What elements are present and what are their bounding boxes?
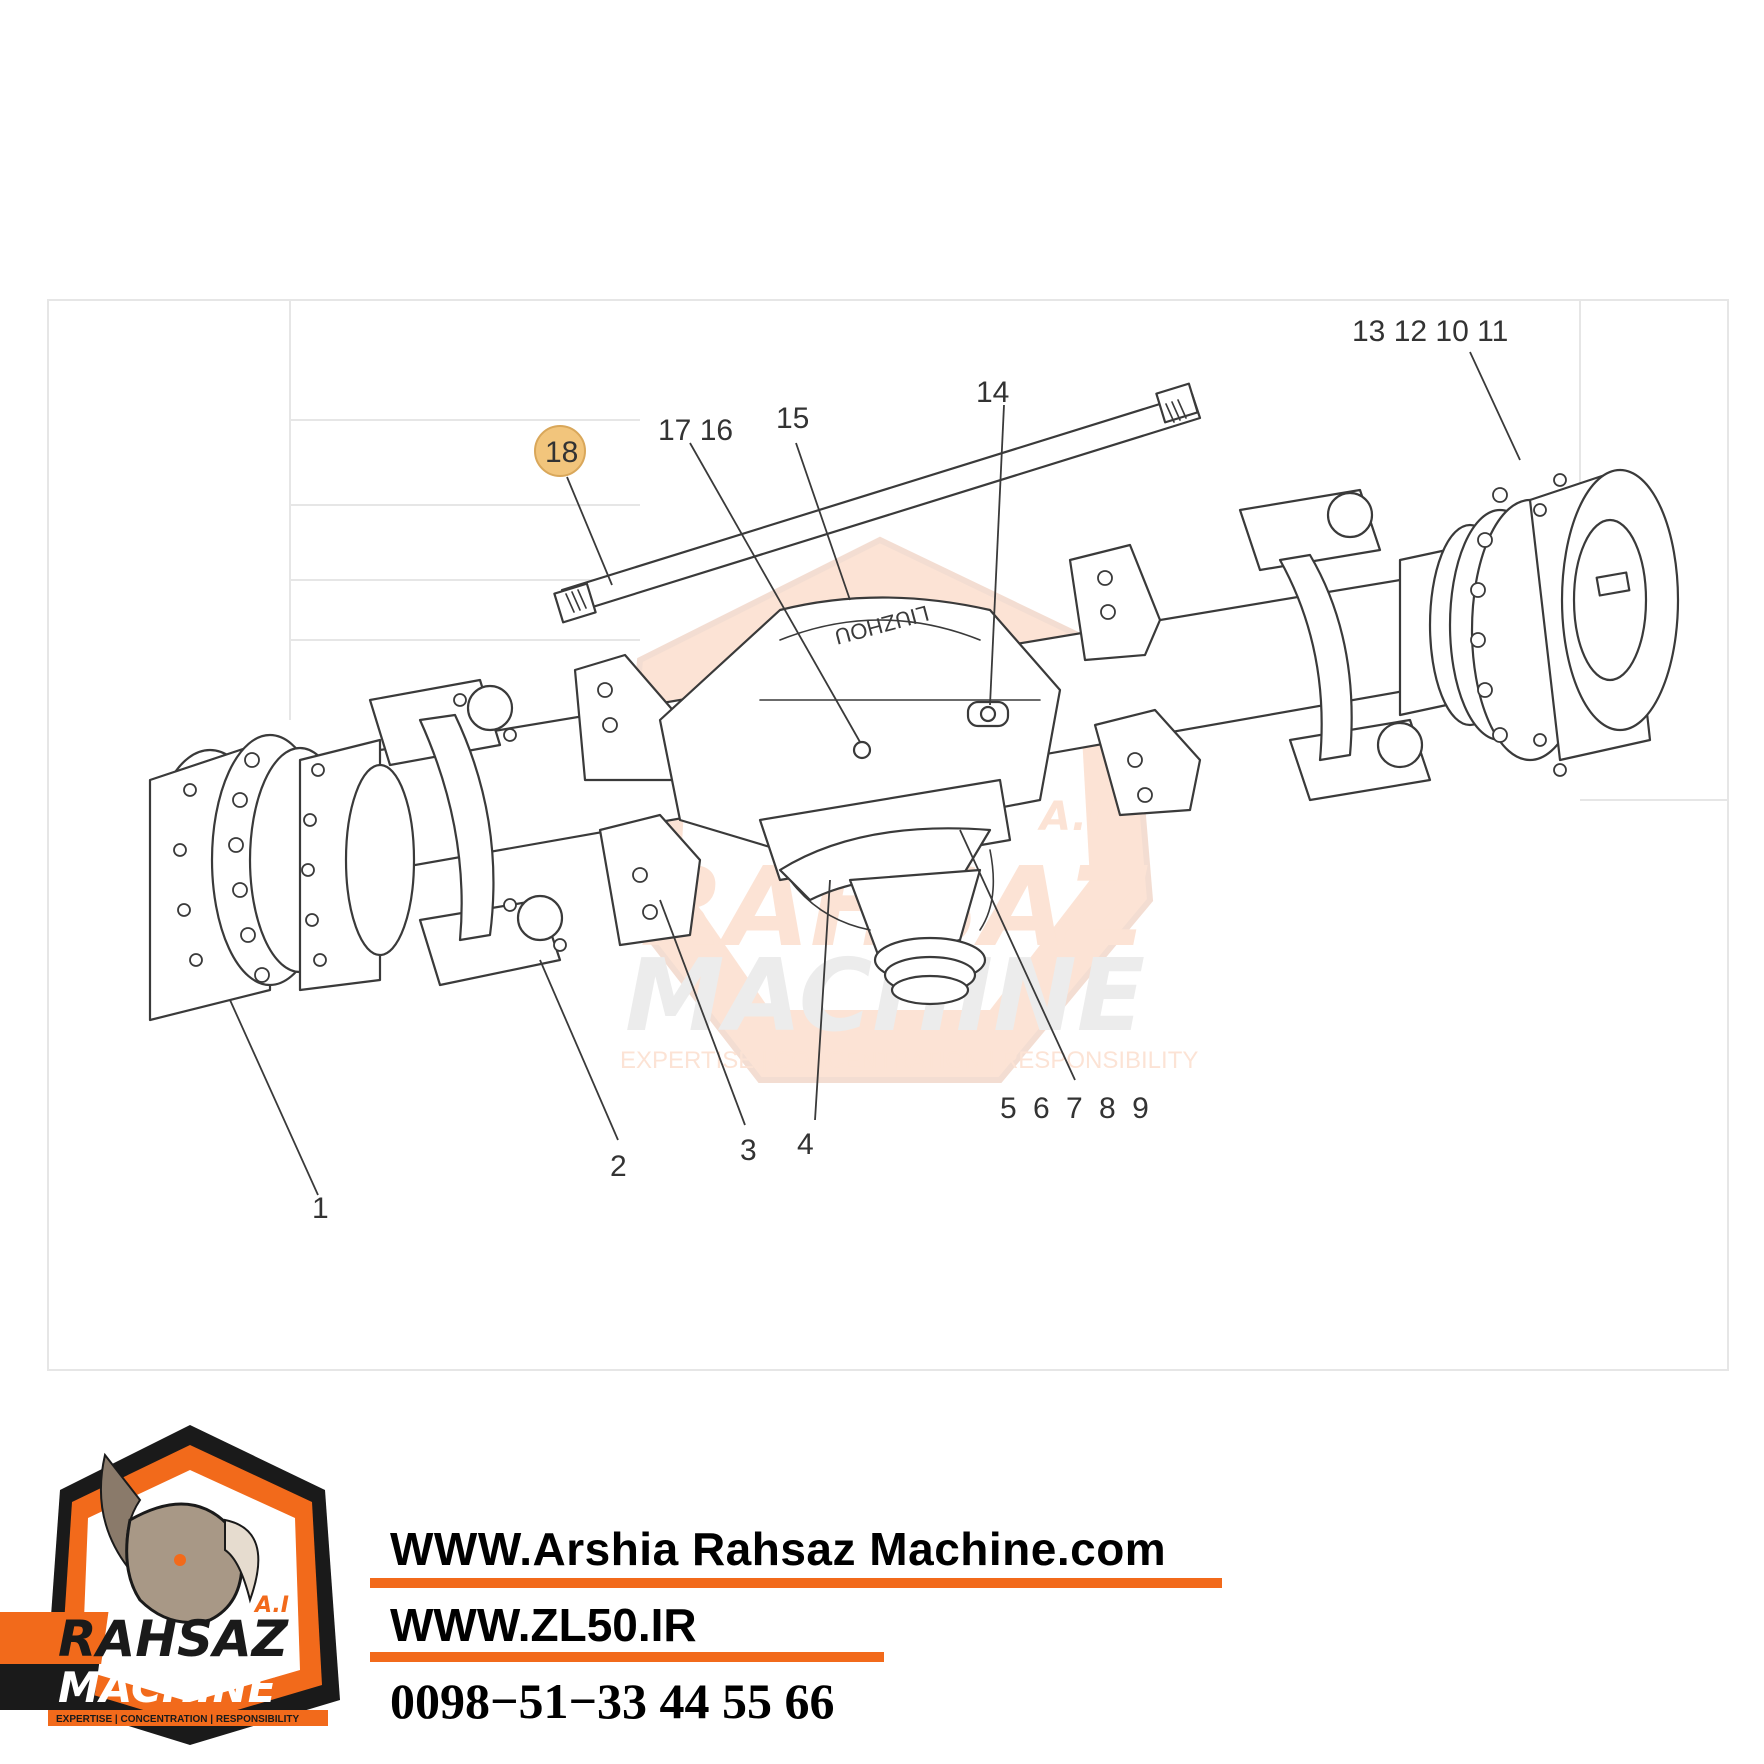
right-brake-caliper (1238, 488, 1432, 802)
left-hub (148, 733, 416, 1022)
logo-brand-bottom: MACHINE (58, 1663, 277, 1712)
callout-2: 2 (610, 1150, 627, 1183)
website-url[interactable]: WWW.Arshia Rahsaz Machine.com (390, 1523, 1167, 1575)
left-brake-caliper (368, 678, 567, 987)
logo-tagline: EXPERTISE | CONCENTRATION | RESPONSIBILI… (56, 1714, 300, 1725)
watermark-badge: A.I (1037, 794, 1102, 840)
callout-3: 3 (740, 1134, 757, 1167)
right-brackets (1068, 543, 1202, 817)
callout-13-11: 13 12 10 11 (1352, 315, 1508, 348)
right-hub (1398, 468, 1680, 777)
axle-assembly: LIUZHOU (148, 382, 1680, 1022)
footer-logo: A.I RAHSAZ MACHINE EXPERTISE | CONCENTRA… (0, 1425, 340, 1745)
callouts: 1 2 3 4 5 6 7 8 9 13 12 10 11 14 15 17 1… (312, 315, 1508, 1225)
background-table-ghost (47, 299, 1729, 1371)
callout-4: 4 (797, 1128, 814, 1161)
rule-2 (370, 1652, 884, 1662)
callout-18-highlight (534, 425, 586, 477)
leader-lines (229, 351, 1521, 1196)
callout-18: 18 (545, 436, 578, 469)
logo-badge: A.I (253, 1593, 289, 1618)
callout-17-16: 17 16 (658, 414, 733, 447)
main-reducer (758, 778, 1012, 1006)
watermark-tagline: EXPERTISE | CONCENTRATION | RESPONSIBILI… (620, 1047, 1198, 1074)
callout-15: 15 (776, 402, 809, 435)
logo-brand-top: RAHSAZ (58, 1610, 290, 1668)
website-url-2[interactable]: WWW.ZL50.IR (390, 1599, 697, 1651)
callout-14: 14 (976, 376, 1009, 409)
half-shaft (553, 382, 1202, 624)
rule-1 (370, 1578, 1222, 1588)
phone-number: 0098−51−33 44 55 66 (390, 1673, 835, 1729)
left-brackets (573, 653, 702, 947)
callout-5-9: 5 6 7 8 9 (1000, 1092, 1153, 1125)
callout-1: 1 (312, 1192, 329, 1225)
